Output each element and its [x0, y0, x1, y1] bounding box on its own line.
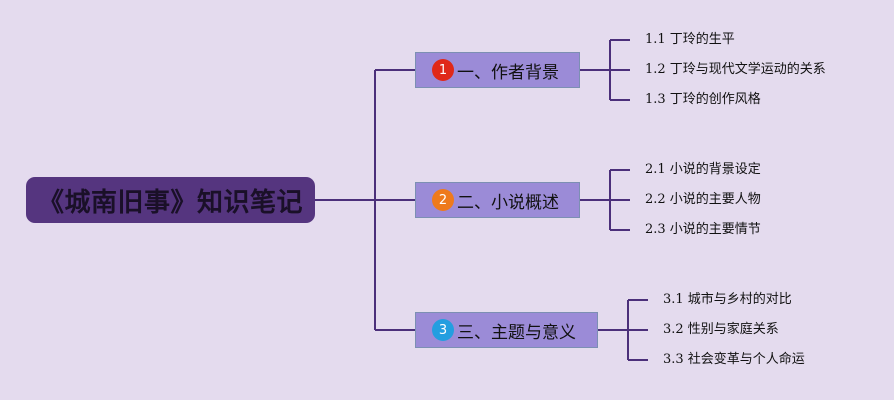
branch-node-3[interactable]: 3 三、主题与意义 [415, 312, 598, 348]
leaf-node-1-3[interactable]: 1.3 丁玲的创作风格 [645, 92, 761, 107]
number-badge-icon: 2 [432, 189, 454, 211]
leaf-node-3-3[interactable]: 3.3 社会变革与个人命运 [663, 352, 805, 367]
root-node[interactable]: 《城南旧事》知识笔记 [26, 177, 315, 223]
branch-2-connector [580, 169, 630, 231]
branch-label: 一、作者背景 [457, 62, 559, 83]
root-title: 《城南旧事》知识笔记 [37, 187, 303, 218]
leaf-node-2-3[interactable]: 2.3 小说的主要情节 [645, 222, 761, 237]
leaf-node-1-1[interactable]: 1.1 丁玲的生平 [645, 32, 735, 47]
leaf-node-3-2[interactable]: 3.2 性别与家庭关系 [663, 322, 779, 337]
leaf-node-3-1[interactable]: 3.1 城市与乡村的对比 [663, 292, 792, 307]
root-connector [315, 69, 415, 331]
number-badge-icon: 1 [432, 59, 454, 81]
leaf-node-2-2[interactable]: 2.2 小说的主要人物 [645, 192, 761, 207]
branch-1-connector [580, 39, 630, 101]
branch-label: 三、主题与意义 [457, 322, 576, 343]
branch-node-2[interactable]: 2 二、小说概述 [415, 182, 580, 218]
branch-3-connector [598, 299, 648, 361]
leaf-node-2-1[interactable]: 2.1 小说的背景设定 [645, 162, 761, 177]
branch-label: 二、小说概述 [457, 192, 559, 213]
leaf-node-1-2[interactable]: 1.2 丁玲与现代文学运动的关系 [645, 62, 826, 77]
number-badge-icon: 3 [432, 319, 454, 341]
branch-node-1[interactable]: 1 一、作者背景 [415, 52, 580, 88]
